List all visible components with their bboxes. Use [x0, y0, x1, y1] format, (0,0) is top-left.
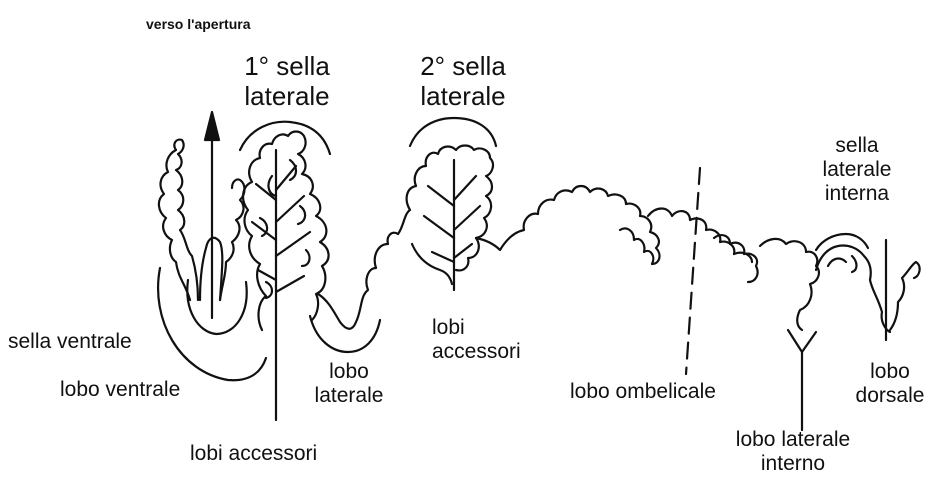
second-saddle-arc: [408, 116, 498, 148]
middle-suture: [474, 184, 661, 266]
internal-saddle-title-line3: interna: [824, 182, 890, 206]
accessory-lobes-mid-label: lobi accessori: [432, 316, 521, 364]
internal-lateral-lobe-line2: interno: [760, 452, 826, 476]
middle-suture-right: [646, 207, 736, 256]
lateral-lobe-label: lobo laterale: [304, 360, 394, 408]
first-saddle-title: 1° sella laterale: [226, 51, 348, 112]
first-saddle-arc: [238, 120, 332, 156]
second-saddle-branches: [422, 174, 482, 264]
ventral-saddle-arc: [186, 278, 248, 336]
dorsal-lobe-label-line2: dorsale: [855, 384, 925, 408]
umbilical-lobe-label: lobo ombelicale: [570, 380, 716, 403]
accessory-lobes-bottom-label: lobi accessori: [190, 442, 318, 465]
dorsal-suture: [888, 260, 921, 332]
internal-saddle: [814, 244, 892, 334]
internal-lateral-lobe-line1: lobo laterale: [735, 428, 851, 451]
lateral-lobe-arc: [308, 314, 382, 354]
dorsal-lobe-label-line1: lobo: [870, 360, 910, 383]
first-saddle-title-line2: laterale: [244, 80, 330, 111]
ventral-suture-left: [157, 138, 200, 302]
lateral-lobe-wall: [316, 231, 400, 330]
ventral-suture-right: [218, 178, 246, 302]
accessory-lobes-mid-line1: lobi: [432, 316, 465, 339]
second-saddle-lower: [410, 242, 454, 286]
internal-lateral-fork: [786, 328, 818, 354]
first-saddle-leaves: [258, 158, 311, 300]
second-saddle-title: 2° sella laterale: [402, 51, 524, 112]
internal-saddle-title: sella laterale interna: [812, 134, 902, 206]
accessory-lobes-mid-line2: accessori: [432, 340, 521, 364]
first-saddle-branches: [250, 164, 312, 294]
ventral-saddle-label: sella ventrale: [8, 330, 132, 353]
internal-saddle-arc: [814, 232, 870, 252]
internal-saddle-title-line2: laterale: [822, 158, 892, 182]
internal-lateral-lobe-label: lobo laterale interno: [718, 428, 868, 476]
direction-label: verso l'apertura: [146, 16, 251, 32]
first-saddle-outline: [242, 130, 330, 332]
second-saddle-title-line2: laterale: [420, 80, 506, 111]
ventral-lobe-arc: [157, 266, 268, 382]
ventral-lobe-label: lobo ventrale: [60, 378, 181, 401]
internal-suture: [712, 234, 820, 332]
lateral-lobe-label-line2: laterale: [314, 384, 384, 408]
dorsal-lobe-label: lobo dorsale: [850, 360, 930, 408]
lateral-lobe-label-line1: lobo: [329, 360, 369, 383]
first-saddle-title-line1: 1° sella: [244, 51, 330, 81]
internal-saddle-title-line1: sella: [835, 134, 879, 157]
aperture-arrow-head: [203, 110, 221, 142]
second-saddle-outline: [396, 144, 495, 272]
umbilical-line: [684, 166, 702, 376]
second-saddle-title-line1: 2° sella: [420, 51, 506, 81]
